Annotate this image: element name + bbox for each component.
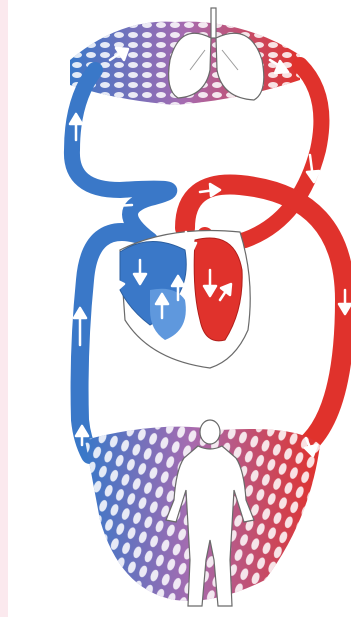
heart-icon: [120, 230, 250, 368]
